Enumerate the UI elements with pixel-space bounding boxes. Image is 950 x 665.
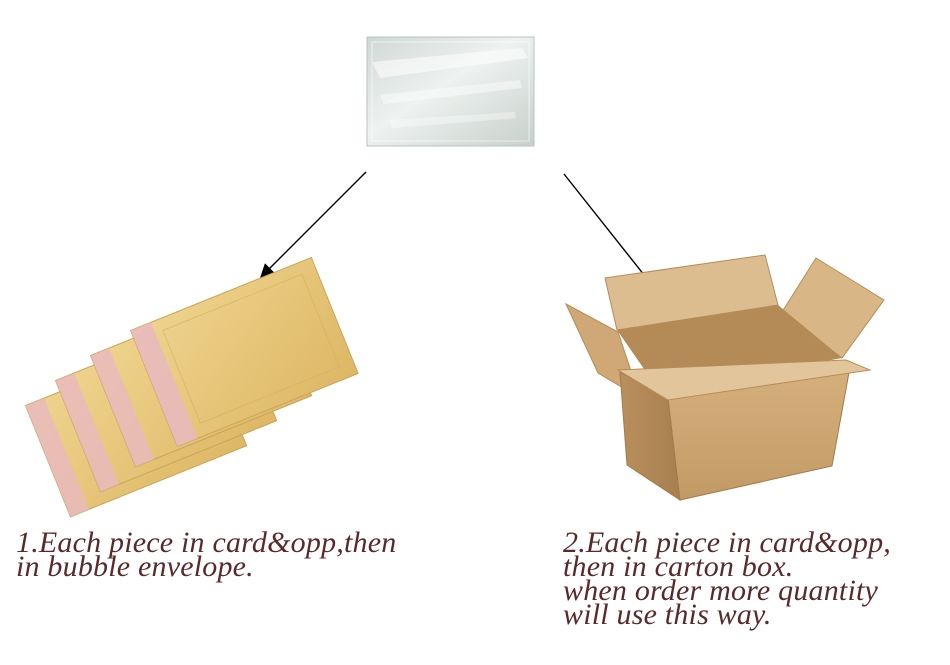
caption-2-line-2: then in carton box. bbox=[563, 550, 794, 583]
carton-box-image bbox=[564, 254, 885, 502]
caption-1-line-1: 1.Each piece in card&opp,then bbox=[16, 526, 397, 559]
bubble-envelopes-image bbox=[24, 256, 359, 518]
caption-1-line-2: in bubble envelope. bbox=[16, 550, 254, 583]
opp-bag-image bbox=[366, 36, 535, 147]
caption-2-line-4: will use this way. bbox=[563, 598, 772, 631]
caption-bubble-envelope-option: 1.Each piece in card&opp,then in bubble … bbox=[16, 526, 397, 583]
arrow-to-carton bbox=[563, 173, 658, 293]
arrow-to-envelope bbox=[260, 171, 367, 278]
caption-2-line-1: 2.Each piece in card&opp, bbox=[563, 526, 891, 559]
caption-carton-box-option: 2.Each piece in card&opp, then in carton… bbox=[563, 526, 891, 631]
caption-2-line-3: when order more quantity bbox=[563, 574, 879, 607]
